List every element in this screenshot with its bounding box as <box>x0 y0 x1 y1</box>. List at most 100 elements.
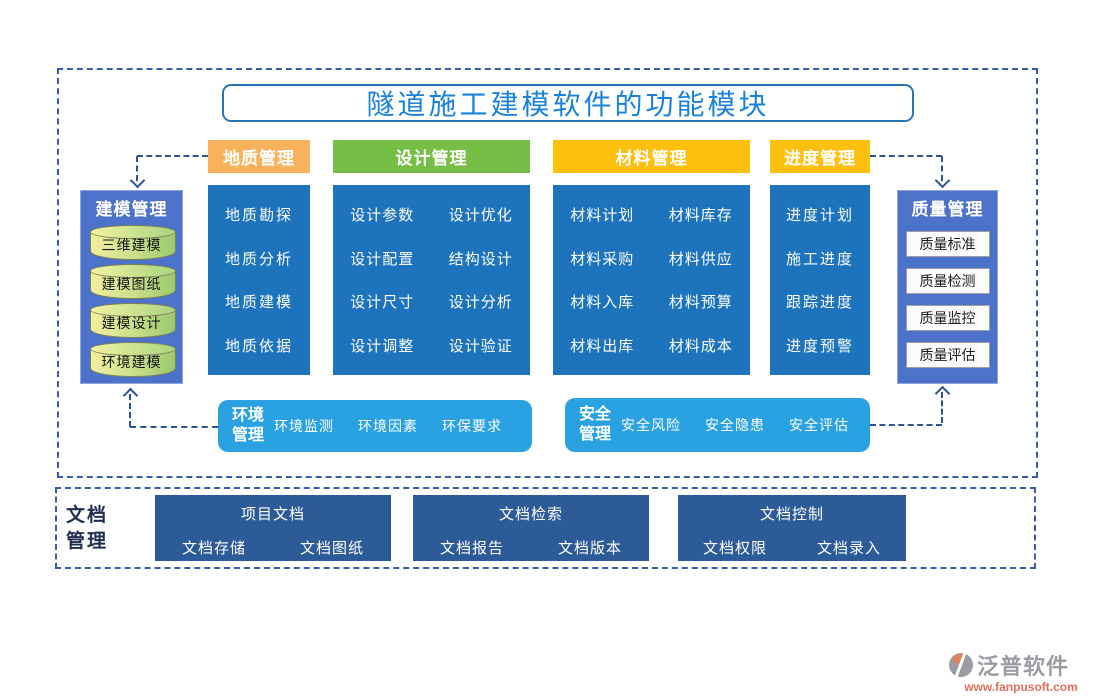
list-item: 材料供应 <box>668 250 733 268</box>
list-item: 地质依据 <box>224 337 293 355</box>
list-item: 跟踪进度 <box>785 294 854 312</box>
list-item: 设计分析 <box>448 294 513 312</box>
list-item: 施工进度 <box>785 250 854 268</box>
list-item: 文档录入 <box>816 540 881 557</box>
column-material: 材料计划 材料库存 材料采购 材料供应 材料入库 材料预算 材料出库 材料成本 <box>553 185 750 375</box>
header-material-label: 材料管理 <box>615 149 688 168</box>
list-item: 设计验证 <box>448 337 513 355</box>
document-label-line2: 管理 <box>66 530 109 552</box>
database-cylinder: 三维建模 <box>89 225 176 260</box>
connector-geology-to-modeling <box>137 155 208 157</box>
header-progress: 进度管理 <box>770 140 870 173</box>
header-design: 设计管理 <box>333 140 530 173</box>
header-geology: 地质管理 <box>208 140 310 173</box>
cylinder-label: 三维建模 <box>101 237 162 253</box>
environment-management-title: 环境 管理 <box>232 406 264 446</box>
safety-title-line1: 安全 <box>579 406 612 423</box>
document-management-label: 文档 管理 <box>66 503 108 554</box>
material-row: 材料采购 材料供应 <box>553 248 750 269</box>
project-documents-group: 项目文档 文档存储 文档图纸 <box>155 495 391 561</box>
material-row: 材料出库 材料成本 <box>553 335 750 356</box>
group-items: 文档权限 文档录入 <box>678 537 906 558</box>
list-item: 材料入库 <box>570 294 635 312</box>
main-dashed-frame <box>57 68 1038 478</box>
column-geology: 地质勘探 地质分析 地质建模 地质依据 <box>208 185 310 375</box>
quality-management-title: 质量管理 <box>911 200 984 219</box>
list-item: 进度计划 <box>785 207 854 225</box>
list-item: 设计配置 <box>350 250 415 268</box>
header-design-label: 设计管理 <box>395 149 468 168</box>
database-cylinder: 建模设计 <box>89 303 176 338</box>
list-item: 安全评估 <box>789 417 850 433</box>
group-items: 文档报告 文档版本 <box>413 537 649 558</box>
diagram-title-box: 隧道施工建模软件的功能模块 <box>222 84 914 122</box>
list-item: 设计调整 <box>350 337 415 355</box>
list-item: 地质勘探 <box>224 207 293 225</box>
list-item: 材料出库 <box>570 337 635 355</box>
list-item: 环境因素 <box>358 418 419 434</box>
logo-row: 泛普软件 <box>948 649 1094 681</box>
quality-chip: 质量评估 <box>905 342 990 368</box>
cylinder-label: 建模图纸 <box>101 276 162 292</box>
environment-management-box: 环境 管理 环境监测 环境因素 环保要求 <box>218 400 532 452</box>
cylinder-top <box>89 342 176 356</box>
fanpu-logo-icon <box>949 652 973 678</box>
quality-chip: 质量检测 <box>905 268 990 294</box>
header-material: 材料管理 <box>553 140 750 173</box>
list-item: 进度预警 <box>785 337 854 355</box>
list-item: 材料计划 <box>570 207 635 225</box>
connector-geology-to-modeling <box>136 156 138 181</box>
list-item: 文档权限 <box>702 540 767 557</box>
connector-safety-to-quality <box>870 424 942 426</box>
document-control-group: 文档控制 文档权限 文档录入 <box>678 495 906 561</box>
header-progress-label: 进度管理 <box>784 149 856 168</box>
list-item: 文档报告 <box>439 540 504 557</box>
list-item: 文档存储 <box>181 540 246 557</box>
vendor-name: 泛普软件 <box>977 654 1070 679</box>
group-header: 文档控制 <box>759 506 824 523</box>
vendor-logo: 泛普软件 www.fanpusoft.com <box>948 649 1094 694</box>
quality-chip: 质量监控 <box>905 305 990 331</box>
cylinder-top <box>89 225 176 239</box>
cylinder-label: 环境建模 <box>101 354 162 370</box>
design-row: 设计调整 设计验证 <box>333 335 530 356</box>
list-item: 材料采购 <box>570 250 635 268</box>
list-item: 文档图纸 <box>299 540 364 557</box>
safety-management-title: 安全 管理 <box>579 405 611 445</box>
list-item: 材料成本 <box>668 337 733 355</box>
modeling-management-title: 建模管理 <box>95 200 168 219</box>
cylinder-label: 建模设计 <box>101 315 162 331</box>
list-item: 材料库存 <box>668 207 733 225</box>
list-item: 环保要求 <box>442 418 503 434</box>
design-row: 设计尺寸 设计分析 <box>333 291 530 312</box>
diagram-title: 隧道施工建模软件的功能模块 <box>366 90 770 121</box>
connector-env-to-modeling <box>129 394 131 427</box>
list-item: 安全风险 <box>621 417 682 433</box>
document-search-group: 文档检索 文档报告 文档版本 <box>413 495 649 561</box>
list-item: 设计尺寸 <box>350 294 415 312</box>
group-items: 文档存储 文档图纸 <box>155 537 391 558</box>
connector-progress-to-quality <box>870 155 942 157</box>
group-header: 文档检索 <box>498 506 563 523</box>
list-item: 结构设计 <box>448 250 513 268</box>
modeling-management-box: 建模管理 三维建模 建模图纸 建模设计 环境建模 <box>80 190 183 384</box>
list-item: 材料预算 <box>668 294 733 312</box>
material-row: 材料计划 材料库存 <box>553 204 750 225</box>
list-item: 文档版本 <box>557 540 622 557</box>
safety-management-box: 安全 管理 安全风险 安全隐患 安全评估 <box>565 398 870 452</box>
document-dashed-frame <box>55 487 1036 569</box>
column-progress: 进度计划 施工进度 跟踪进度 进度预警 <box>770 185 870 375</box>
cylinder-top <box>89 264 176 278</box>
environment-title-line1: 环境 <box>232 407 265 424</box>
list-item: 设计优化 <box>448 207 513 225</box>
cylinder-top <box>89 303 176 317</box>
list-item: 地质建模 <box>224 294 293 312</box>
column-design: 设计参数 设计优化 设计配置 结构设计 设计尺寸 设计分析 设计调整 设计验证 <box>333 185 530 375</box>
material-row: 材料入库 材料预算 <box>553 291 750 312</box>
database-cylinder: 建模图纸 <box>89 264 176 299</box>
vendor-url: www.fanpusoft.com <box>964 680 1078 694</box>
environment-items: 环境监测 环境因素 环保要求 <box>274 416 502 436</box>
connector-safety-to-quality <box>941 392 943 423</box>
connector-env-to-modeling <box>130 426 218 428</box>
